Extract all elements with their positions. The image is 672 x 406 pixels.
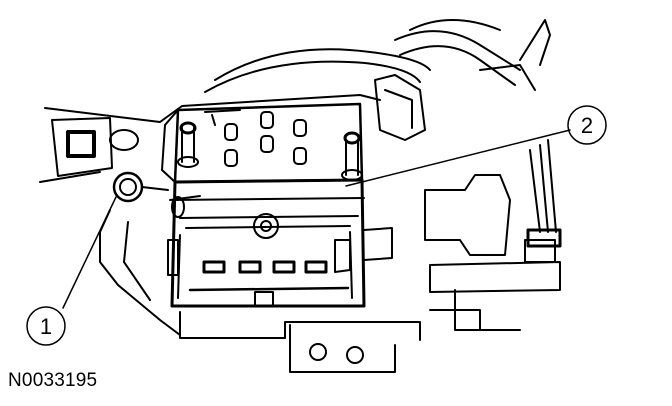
terminal-pins	[177, 109, 363, 181]
wiring-harness	[204, 19, 551, 141]
callout-2-number: 2	[581, 113, 593, 138]
callout-1-leader	[62, 196, 117, 309]
callout-1-circle	[26, 306, 66, 346]
callout-1-number: 1	[40, 314, 52, 339]
electrical-connector	[424, 139, 562, 331]
mounting-bolt	[112, 171, 169, 203]
switch-housing	[161, 102, 393, 308]
lower-bracket	[289, 324, 396, 373]
callout-2-leader	[345, 129, 571, 187]
figure-code: N0033195	[8, 370, 98, 391]
mounting-bracket	[39, 94, 421, 341]
callout-2-circle	[567, 105, 607, 145]
